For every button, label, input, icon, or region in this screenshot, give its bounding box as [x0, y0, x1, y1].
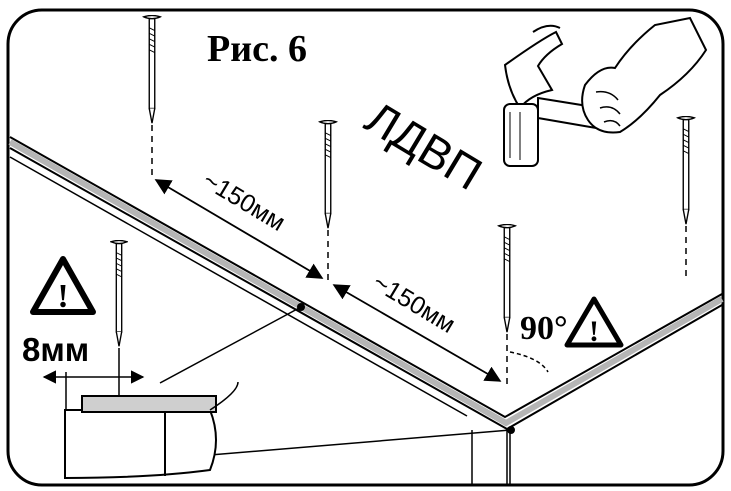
angle-label: 90°: [520, 310, 568, 347]
warning-mark: !: [589, 315, 599, 348]
warning-icon: !: [564, 296, 624, 348]
nail-icon: [498, 224, 516, 384]
hand-icon: [581, 16, 708, 134]
detail-inset: [42, 240, 239, 480]
nail-icon: [143, 15, 161, 178]
offset-label: 8мм: [22, 331, 89, 368]
hammer-icon: [503, 24, 602, 167]
arrow-icon: [332, 284, 502, 382]
nail-icon: [319, 120, 337, 282]
figure-title: Рис. 6: [207, 28, 307, 70]
warning-mark: !: [57, 278, 68, 315]
nail-icon: [677, 116, 695, 278]
arrow-icon: [154, 179, 324, 279]
warning-icon: !: [30, 256, 96, 315]
detail-leaders: [159, 303, 515, 456]
